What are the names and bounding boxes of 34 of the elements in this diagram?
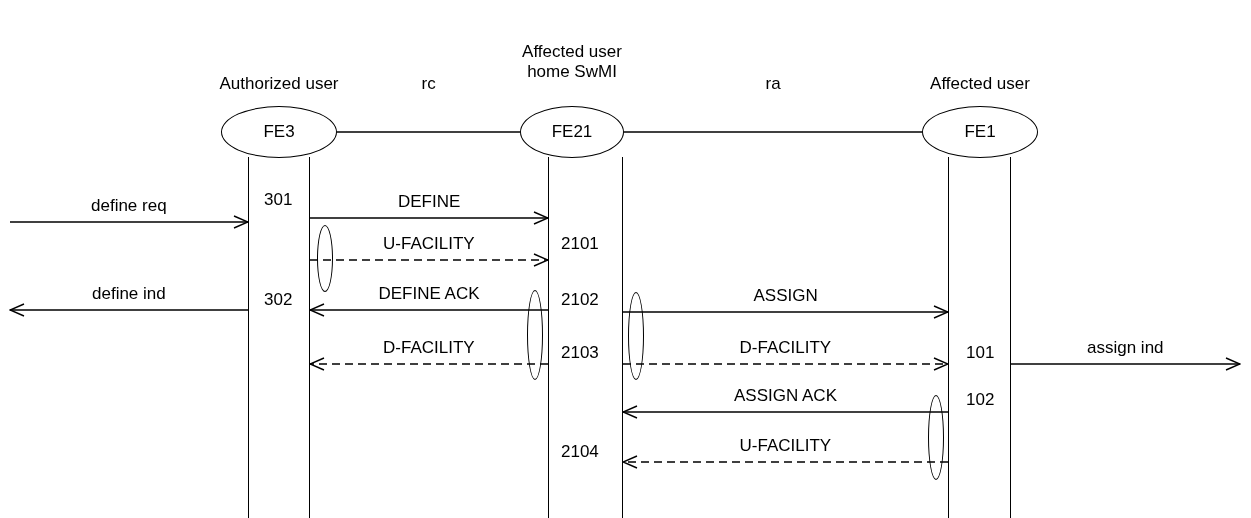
state-number: 101 — [966, 343, 995, 363]
state-number: 2102 — [561, 290, 599, 310]
entity-ellipse: FE3 — [221, 106, 337, 158]
entity-ellipse: FE21 — [520, 106, 624, 158]
state-number: 301 — [264, 190, 293, 210]
role-heading: Affected user — [929, 74, 1031, 94]
message-arrow — [1010, 357, 1241, 371]
message-arrow — [309, 211, 549, 225]
state-number: 2101 — [561, 234, 599, 254]
message-arrow — [9, 215, 249, 229]
message-arrow — [622, 405, 949, 419]
lifeline — [548, 157, 623, 518]
message-arrow — [309, 303, 549, 317]
message-arrow — [622, 455, 949, 469]
message-arrow — [622, 305, 949, 319]
edge-label: rc — [421, 74, 436, 94]
connector-line — [336, 131, 521, 133]
lifeline — [248, 157, 310, 518]
role-heading: Affected user home SwMI — [521, 42, 623, 82]
edge-label: ra — [765, 74, 781, 94]
connector-line — [623, 131, 923, 133]
edge-label: define req — [89, 196, 169, 216]
role-heading: Authorized user — [218, 74, 340, 94]
entity-ellipse: FE1 — [922, 106, 1038, 158]
lifeline — [948, 157, 1011, 518]
state-number: 2104 — [561, 442, 599, 462]
message-arrow — [309, 253, 549, 267]
message-arrow — [9, 303, 249, 317]
message-arrow — [622, 357, 949, 371]
message-arrow — [309, 357, 549, 371]
edge-label: assign ind — [1085, 338, 1166, 358]
state-number: 2103 — [561, 343, 599, 363]
state-number: 302 — [264, 290, 293, 310]
state-number: 102 — [966, 390, 995, 410]
